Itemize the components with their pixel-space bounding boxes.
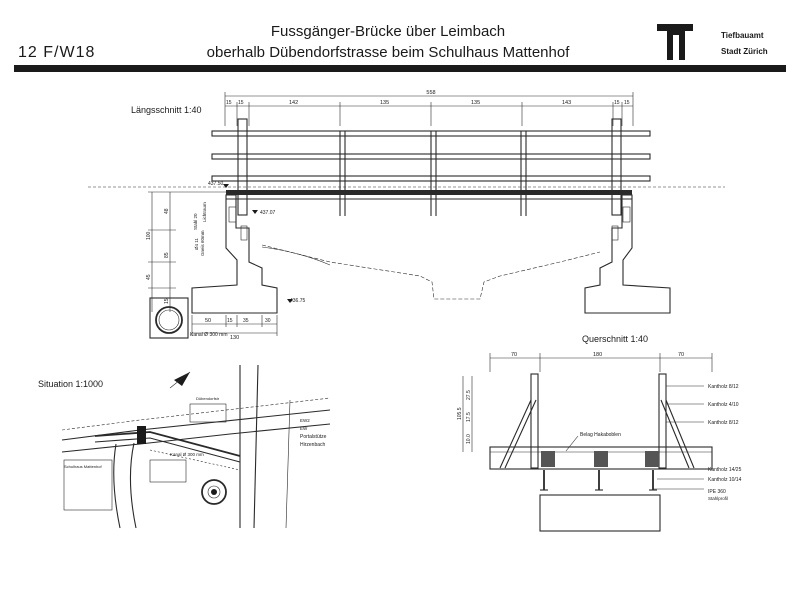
situation-title: Situation 1:1000 [38,379,103,389]
slabel-2: Hirzenbach [300,442,326,448]
tiefbauamt-logo [657,24,693,60]
cside-1: 105.5 [457,407,463,420]
road-network [61,364,331,529]
bdim-3: 35 [243,318,249,324]
left-abutment [191,194,278,314]
cdim-3: 70 [678,352,684,358]
clabel-2: Kantholz 4/10 [708,402,739,408]
clabel-5: Kantholz 14/25 [708,467,742,473]
vdim-4: 45 [146,274,152,280]
vdim-5: 15 [164,298,170,304]
north-arrow-icon [169,371,191,389]
clabel-7: IPE 360 [708,489,726,495]
dim-span-2: 15 [238,100,244,106]
bdim-4: 30 [265,318,271,324]
vdim-1: 48 [164,208,170,214]
bottom-dimension-chain: 50 15 35 30 130 [191,315,278,341]
dim-span-5: 135 [471,100,480,106]
cross-section: Querschnitt 1:40 70 180 70 105.5 27.5 17… [457,334,742,532]
dim-span-4: 135 [380,100,389,106]
shaft-circle [201,479,227,505]
longitudinal-section: Längsschnitt 1:40 558 15 15 142 135 135 … [88,90,725,341]
vertical-dimensions: 48 100 85 45 15 Gneis 60mm Stahl 20 Lich… [146,191,226,312]
drain-pipe: Kanal Ø 300 mm [149,297,228,339]
dim-span-3: 142 [289,100,298,106]
clabel-6: Kantholz 10/14 [708,477,742,483]
dim-span-8: 15 [624,100,630,106]
office-line-2: Stadt Zürich [721,47,768,56]
title-line-1: Fussgänger-Brücke über Leimbach [271,23,505,40]
cross-side-dims: 105.5 27.5 17.5 10.0 [457,376,473,452]
right-abutment [584,194,671,314]
cross-labels: Kantholz 8/12 Kantholz 4/10 Kantholz 8/1… [565,384,742,501]
vdim-3: 85 [164,252,170,258]
cside-4: 10.0 [466,434,472,444]
railing [211,118,651,216]
title-line-2: oberhalb Dübendorfstrasse beim Schulhaus… [207,44,571,61]
bdim-total: 130 [230,335,239,341]
pipe-label: Kanal Ø 300 mm [190,332,228,338]
slabel-6: EW2 [300,418,310,423]
cdim-1: 70 [511,352,517,358]
level-1: 437.50 [208,181,224,187]
bdim-2: 15 [227,318,233,324]
cross-top-dims: 70 180 70 [489,352,713,372]
top-dimension-chain: 558 15 15 142 135 135 143 15 15 [224,90,634,126]
stream-bed [261,244,601,300]
office-line-1: Tiefbauamt [721,31,764,40]
level-2: 437.07 [260,210,276,216]
bridge-deck [88,186,725,200]
dim-total: 558 [426,90,435,96]
small-label-3: Lichtraum [202,202,207,222]
cross-title: Querschnitt 1:40 [582,334,648,344]
small-label-4: Ø4 11 [194,238,199,250]
bridge-location-marker [137,426,146,444]
cdim-2: 180 [593,352,602,358]
sheet-number: 12 F/W18 [18,44,95,61]
clabel-8: Stahlprofil [708,496,728,501]
situation-plan: Situation 1:1000 [38,364,331,529]
slabel-1: Portalstütze [300,434,327,440]
bdim-1: 50 [205,318,211,324]
dim-span-1: 15 [226,100,232,106]
cside-2: 27.5 [466,390,472,400]
title-rule [14,65,786,72]
clabel-1: Kantholz 8/12 [708,384,739,390]
stream-channel [94,431,241,471]
buildings [63,403,227,511]
slabel-4: Schulhaus Mattenhof [64,464,102,469]
slabel-5: Dübendorfstr [196,396,220,401]
vdim-2: 100 [146,231,152,240]
slabel-7: EW [300,426,308,431]
situation-labels: Portalstütze Hirzenbach Kanal Ø 300 mm S… [64,396,327,469]
cside-3: 17.5 [466,412,472,422]
dim-span-7: 15 [614,100,620,106]
small-label-2: Stahl 20 [193,213,198,230]
level-3: 436.75 [290,298,306,304]
slabel-3: Kanal Ø 300 mm [170,452,204,457]
dim-span-6: 143 [562,100,571,106]
longitudinal-title: Längsschnitt 1:40 [131,105,202,115]
clabel-4: Belag Hakaboblen [580,432,621,438]
clabel-3: Kantholz 8/12 [708,420,739,426]
small-label-1: Gneis 60mm [200,230,205,256]
cross-structure [489,373,713,532]
title-block: 12 F/W18 Fussgänger-Brücke über Leimbach… [14,23,786,72]
level-markers: 437.50 437.07 436.75 [208,181,306,304]
